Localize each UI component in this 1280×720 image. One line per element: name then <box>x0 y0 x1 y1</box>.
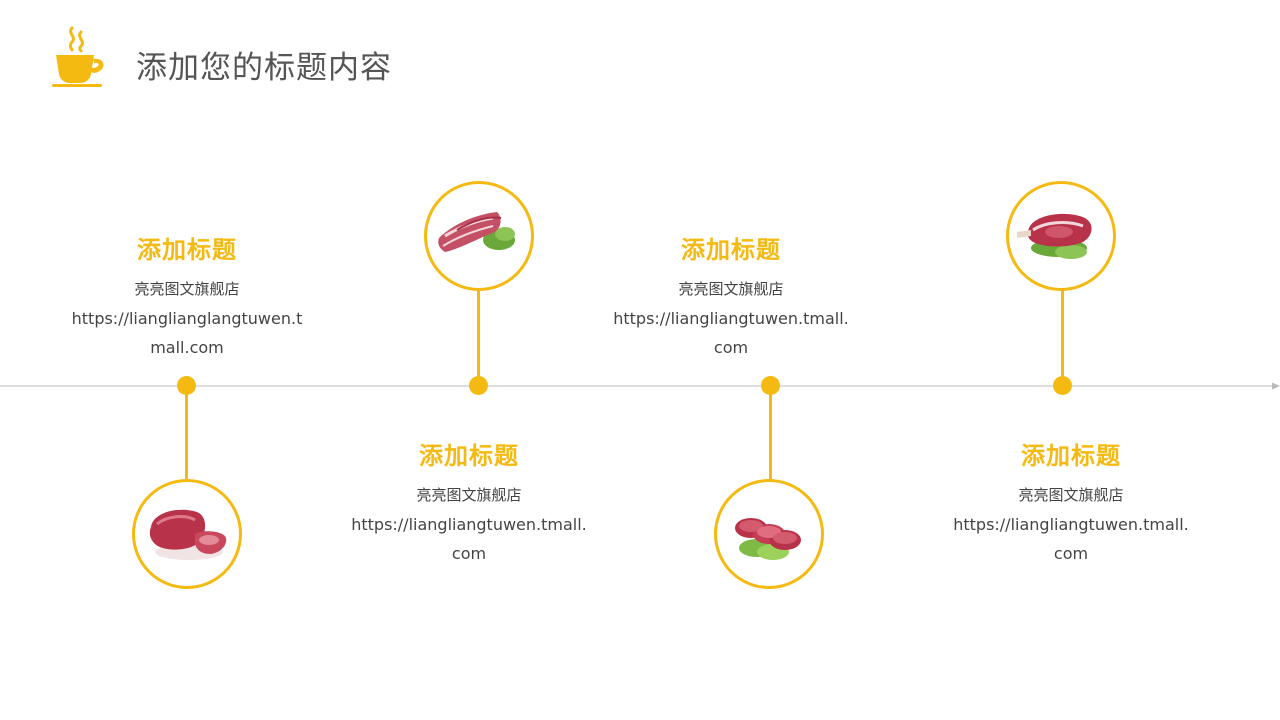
item-subtitle: 亮亮图文旗舰店 <box>134 280 240 298</box>
item-url: https://liangliangtuwen.tmall.com <box>613 309 849 357</box>
item-title: 添加标题 <box>681 236 781 264</box>
timeline-dot <box>761 376 780 395</box>
item-url: https://liangliangtuwen.tmall.com <box>351 515 587 563</box>
raw-steak-image <box>1006 181 1116 291</box>
timeline-item-4-text: 添加标题 亮亮图文旗舰店 https://liangliangtuwen.tma… <box>946 440 1196 568</box>
item-title: 添加标题 <box>137 236 237 264</box>
timeline-dot <box>177 376 196 395</box>
timeline-dot <box>469 376 488 395</box>
item-subtitle: 亮亮图文旗舰店 <box>678 280 784 298</box>
beef-chunk-image <box>132 479 242 589</box>
item-url: https://lianglianglangtuwen.tmall.com <box>71 309 303 357</box>
bacon-strips-image <box>424 181 534 291</box>
timeline-connector <box>1061 290 1064 386</box>
timeline-item-2-text: 添加标题 亮亮图文旗舰店 https://liangliangtuwen.tma… <box>344 440 594 568</box>
timeline-connector <box>185 385 188 483</box>
item-title: 添加标题 <box>1021 442 1121 470</box>
timeline-item-3-text: 添加标题 亮亮图文旗舰店 https://liangliangtuwen.tma… <box>606 234 856 362</box>
timeline-connector <box>769 385 772 483</box>
timeline-item-1-text: 添加标题 亮亮图文旗舰店 https://lianglianglangtuwen… <box>62 234 312 362</box>
item-title: 添加标题 <box>419 442 519 470</box>
coffee-cup-icon <box>50 24 110 90</box>
ground-meat-patties-image <box>714 479 824 589</box>
item-subtitle: 亮亮图文旗舰店 <box>1018 486 1124 504</box>
timeline-dot <box>1053 376 1072 395</box>
item-subtitle: 亮亮图文旗舰店 <box>416 486 522 504</box>
timeline-connector <box>477 290 480 386</box>
page-title: 添加您的标题内容 <box>136 50 392 86</box>
item-url: https://liangliangtuwen.tmall.com <box>953 515 1189 563</box>
